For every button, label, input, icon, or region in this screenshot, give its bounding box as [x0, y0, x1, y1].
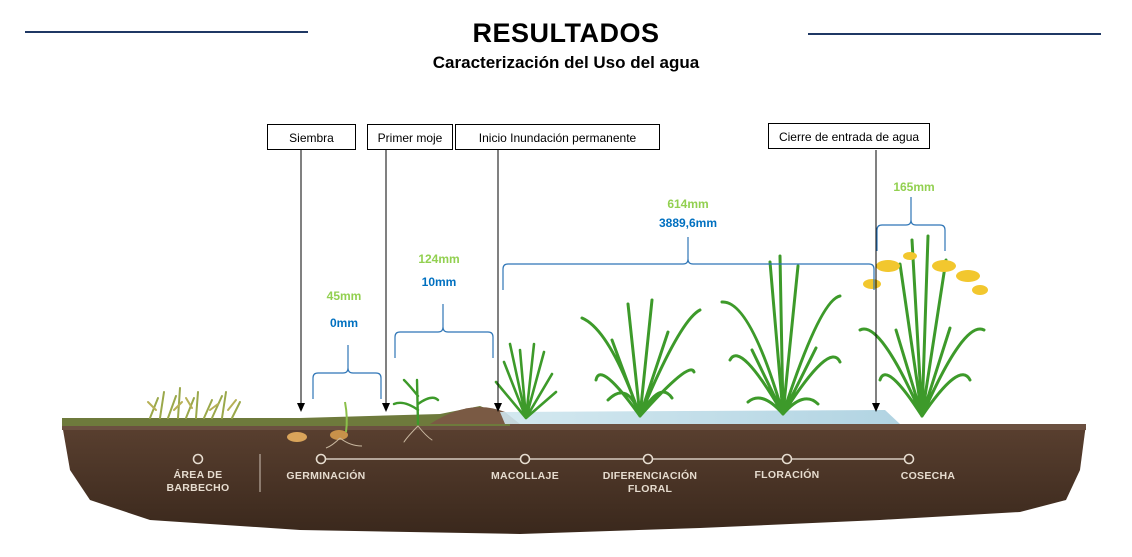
phase-label-diferenciacion: DIFERENCIACIÓN FLORAL [602, 470, 698, 495]
water-value-primer-moje-green: 124mm [418, 252, 460, 266]
event-label-inicio-inundacion: Inicio Inundación permanente [455, 124, 660, 150]
phase-label-cosecha: COSECHA [900, 470, 956, 482]
header-rule-left [25, 31, 308, 33]
soil-cross-section [62, 406, 1086, 534]
page-subtitle: Caracterización del Uso del agua [432, 53, 700, 72]
plant-floracion-icon [720, 254, 842, 416]
event-label-cierre-agua: Cierre de entrada de agua [768, 123, 930, 149]
tillering-plant-icon [494, 342, 558, 420]
bracket-germinacion [312, 345, 382, 399]
bracket-inundacion [502, 237, 875, 290]
fallow-weeds [147, 387, 241, 419]
timeline-node-cosecha [903, 453, 915, 465]
timeline-node-germinacion [315, 453, 327, 465]
water-value-germinacion-green: 45mm [326, 289, 362, 303]
water-value-cosecha-green: 165mm [893, 180, 935, 194]
plant-diferenciacion-icon [580, 298, 702, 418]
seedling-icon [392, 378, 440, 443]
event-arrows [297, 146, 880, 412]
timeline-node-floracion [781, 453, 793, 465]
water-value-inundacion-green: 614mm [667, 197, 709, 211]
timeline-node-barbecho [192, 453, 204, 465]
water-value-primer-moje-blue: 10mm [421, 275, 457, 289]
timeline-node-diferenciacion [642, 453, 654, 465]
phase-label-floracion: FLORACIÓN [754, 469, 820, 481]
plant-cosecha-icon [858, 234, 988, 418]
phase-label-germinacion: GERMINACIÓN [286, 470, 366, 482]
flood-water [500, 410, 900, 424]
seed-icon [287, 401, 363, 449]
bracket-primer-moje [394, 304, 494, 358]
header-rule-right [808, 33, 1101, 35]
timeline [192, 453, 915, 492]
water-value-germinacion-blue: 0mm [329, 316, 358, 330]
phase-label-macollaje: MACOLLAJE [490, 470, 560, 482]
bracket-cosecha [876, 197, 946, 251]
event-label-primer-moje: Primer moje [367, 124, 453, 150]
timeline-node-macollaje [519, 453, 531, 465]
page-title: RESULTADOS [472, 18, 660, 48]
phase-label-barbecho: ÁREA DE BARBECHO [166, 469, 230, 494]
event-label-siembra: Siembra [267, 124, 356, 150]
water-value-inundacion-blue: 3889,6mm [658, 216, 718, 230]
water-brackets [312, 197, 946, 399]
